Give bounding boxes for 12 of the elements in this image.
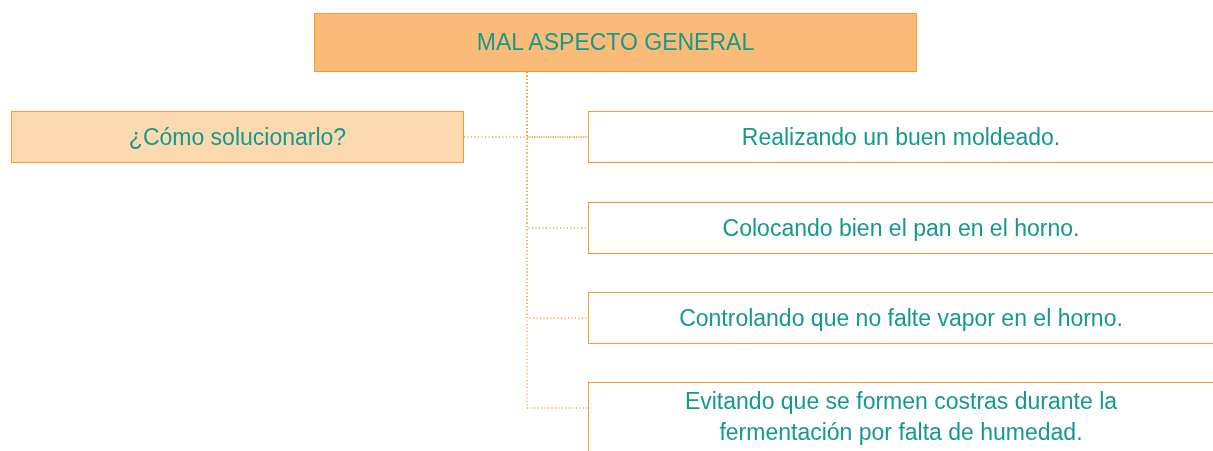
box-text: Realizando un buen moldeado. <box>741 122 1061 152</box>
box-text: Evitando que se formen costras durante la fermentación por falta de humedad. <box>683 387 1119 447</box>
question-box <box>11 111 464 163</box>
box-text: Colocando bien el pan en el horno. <box>722 213 1080 243</box>
answer-box <box>588 202 1213 254</box>
box-text: ¿Cómo solucionarlo? <box>128 122 347 152</box>
answer-box <box>588 382 1213 451</box>
title-box <box>314 13 917 72</box>
box-text: Controlando que no falte vapor en el horno. <box>679 303 1123 333</box>
answer-box <box>588 292 1213 344</box>
box-text: MAL ASPECTO GENERAL <box>476 28 755 58</box>
answer-box <box>588 111 1213 163</box>
